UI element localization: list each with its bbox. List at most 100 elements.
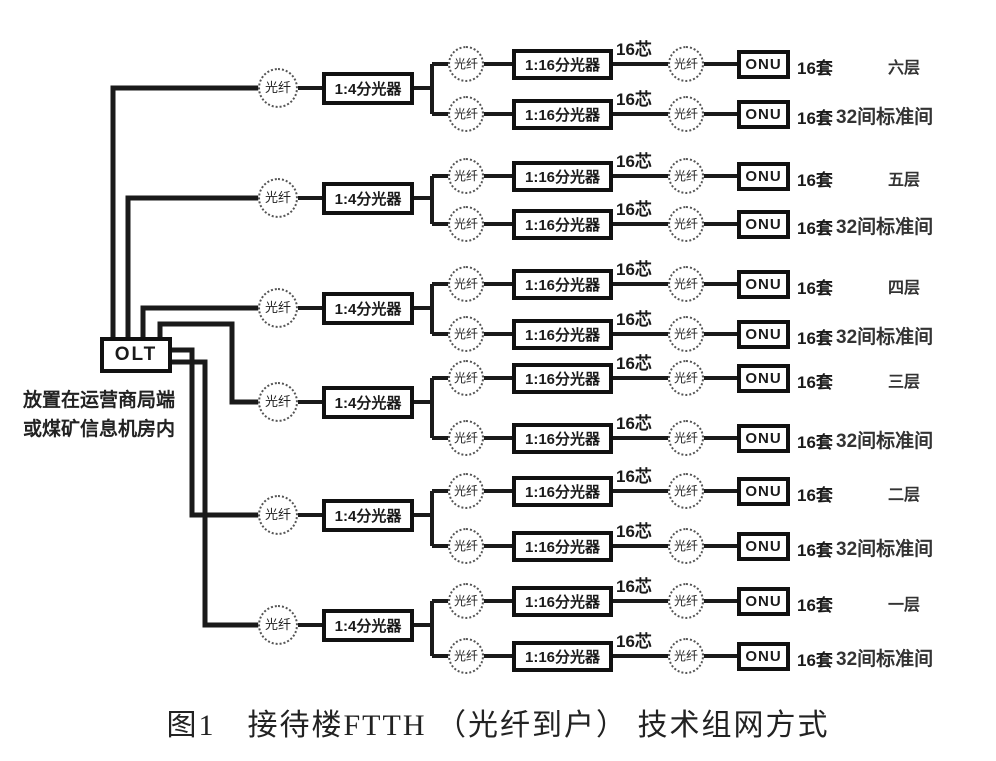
onu-box: ONU (737, 587, 790, 616)
splitter-1-16-box: 1:16分光器 (512, 99, 613, 130)
fiber-node: 光纤 (448, 96, 484, 132)
fiber-label: 光纤 (453, 538, 478, 553)
fiber-node: 光纤 (668, 206, 704, 242)
floor-group: 光纤 1:4分光器 光纤 1:16分光器 16芯 光纤 ONU 16套 一层 光… (0, 570, 996, 680)
olt-note-line1: 放置在运营商局端 (22, 390, 175, 411)
fiber-node: 光纤 (258, 605, 298, 645)
branch-upper: 光纤 1:16分光器 16芯 光纤 ONU 16套 三层 (0, 354, 996, 398)
fiber-node: 光纤 (668, 360, 704, 396)
onu-count-label: 16套 (797, 59, 833, 78)
rooms-label: 32间标准间 (836, 107, 934, 128)
fiber-node: 光纤 (668, 583, 704, 619)
fiber-label: 光纤 (673, 326, 698, 341)
fiber-node: 光纤 (258, 382, 298, 422)
fiber-label: 光纤 (264, 507, 291, 523)
floor-label: 三层 (887, 374, 920, 391)
fiber-label: 光纤 (453, 593, 478, 608)
floor-group: 光纤 1:4分光器 光纤 1:16分光器 16芯 光纤 ONU 16套 二层 光… (0, 460, 996, 570)
splitter-1-16-box: 1:16分光器 (512, 641, 613, 672)
branch-lower: 光纤 1:16分光器 16芯 光纤 ONU 16套 32间标准间 (0, 90, 996, 134)
fiber-label: 光纤 (453, 56, 478, 71)
branch-upper: 光纤 1:16分光器 16芯 光纤 ONU 16套 五层 (0, 152, 996, 196)
fiber-label: 光纤 (673, 538, 698, 553)
onu-count-label: 16套 (797, 373, 833, 392)
fiber-node: 光纤 (668, 638, 704, 674)
fiber-node: 光纤 (668, 266, 704, 302)
fiber-node: 光纤 (668, 420, 704, 456)
branch-lower: 光纤 1:16分光器 16芯 光纤 ONU 16套 32间标准间 (0, 414, 996, 458)
fiber-label: 光纤 (453, 370, 478, 385)
floor-group: 光纤 1:4分光器 光纤 1:16分光器 16芯 光纤 ONU 16套 六层 光… (0, 33, 996, 143)
branch-upper: 光纤 1:16分光器 16芯 光纤 ONU 16套 六层 (0, 40, 996, 84)
fiber-label: 光纤 (673, 370, 698, 385)
floor-label: 一层 (887, 597, 920, 614)
fiber-label: 光纤 (453, 648, 478, 663)
floor-label: 二层 (887, 487, 920, 504)
fiber-node: 光纤 (448, 473, 484, 509)
floor-group: 光纤 1:4分光器 光纤 1:16分光器 16芯 光纤 ONU 16套 三层 光… (0, 347, 996, 457)
fiber-label: 光纤 (673, 483, 698, 498)
fiber-label: 光纤 (453, 430, 478, 445)
splitter-1-4-box: 1:4分光器 (322, 182, 414, 215)
fiber-node: 光纤 (448, 360, 484, 396)
fiber-node: 光纤 (258, 68, 298, 108)
fiber-label: 光纤 (453, 276, 478, 291)
splitter-1-16-box: 1:16分光器 (512, 531, 613, 562)
fiber-node: 光纤 (668, 46, 704, 82)
onu-count-label: 16套 (797, 596, 833, 615)
fiber-node: 光纤 (668, 158, 704, 194)
fiber-label: 光纤 (673, 56, 698, 71)
fiber-node: 光纤 (448, 158, 484, 194)
onu-box: ONU (737, 270, 790, 299)
cable-cores-label: 16芯 (616, 467, 652, 486)
fiber-node: 光纤 (258, 178, 298, 218)
onu-box: ONU (737, 532, 790, 561)
fiber-node: 光纤 (668, 316, 704, 352)
olt-location-note: 放置在运营商局端 或煤矿信息机房内 (8, 386, 190, 444)
splitter-1-4-box: 1:4分光器 (322, 386, 414, 419)
floor-label: 五层 (887, 172, 920, 189)
branch-upper: 光纤 1:16分光器 16芯 光纤 ONU 16套 一层 (0, 577, 996, 621)
cable-cores-label: 16芯 (616, 632, 652, 651)
splitter-1-4-box: 1:4分光器 (322, 609, 414, 642)
fiber-label: 光纤 (673, 593, 698, 608)
splitter-1-16-box: 1:16分光器 (512, 49, 613, 80)
rooms-label: 32间标准间 (836, 539, 934, 560)
onu-box: ONU (737, 424, 790, 453)
onu-count-label: 16套 (797, 651, 833, 670)
cable-cores-label: 16芯 (616, 577, 652, 596)
fiber-label: 光纤 (673, 430, 698, 445)
onu-count-label: 16套 (797, 329, 833, 348)
fiber-node: 光纤 (448, 316, 484, 352)
fiber-label: 光纤 (453, 483, 478, 498)
rooms-label: 32间标准间 (836, 431, 934, 452)
cable-cores-label: 16芯 (616, 354, 652, 373)
splitter-1-4-box: 1:4分光器 (322, 292, 414, 325)
fiber-node: 光纤 (448, 266, 484, 302)
fiber-label: 光纤 (453, 326, 478, 341)
olt-box: OLT (100, 337, 172, 373)
branch-lower: 光纤 1:16分光器 16芯 光纤 ONU 16套 32间标准间 (0, 522, 996, 566)
figure-caption: 图1 接待楼FTTH （光纤到户） 技术组网方式 (166, 709, 830, 742)
splitter-1-16-box: 1:16分光器 (512, 363, 613, 394)
cable-cores-label: 16芯 (616, 414, 652, 433)
cable-cores-label: 16芯 (616, 152, 652, 171)
cable-cores-label: 16芯 (616, 40, 652, 59)
onu-box: ONU (737, 210, 790, 239)
splitter-1-16-box: 1:16分光器 (512, 586, 613, 617)
splitter-1-16-box: 1:16分光器 (512, 476, 613, 507)
cable-cores-label: 16芯 (616, 90, 652, 109)
fiber-node: 光纤 (668, 528, 704, 564)
cable-cores-label: 16芯 (616, 200, 652, 219)
fiber-node: 光纤 (668, 473, 704, 509)
fiber-label: 光纤 (264, 300, 291, 316)
fiber-node: 光纤 (668, 96, 704, 132)
fiber-node: 光纤 (448, 420, 484, 456)
fiber-label: 光纤 (264, 394, 291, 410)
fiber-label: 光纤 (264, 190, 291, 206)
fiber-node: 光纤 (258, 288, 298, 328)
floor-group: 光纤 1:4分光器 光纤 1:16分光器 16芯 光纤 ONU 16套 五层 光… (0, 143, 996, 253)
onu-count-label: 16套 (797, 171, 833, 190)
onu-box: ONU (737, 320, 790, 349)
cable-cores-label: 16芯 (616, 522, 652, 541)
